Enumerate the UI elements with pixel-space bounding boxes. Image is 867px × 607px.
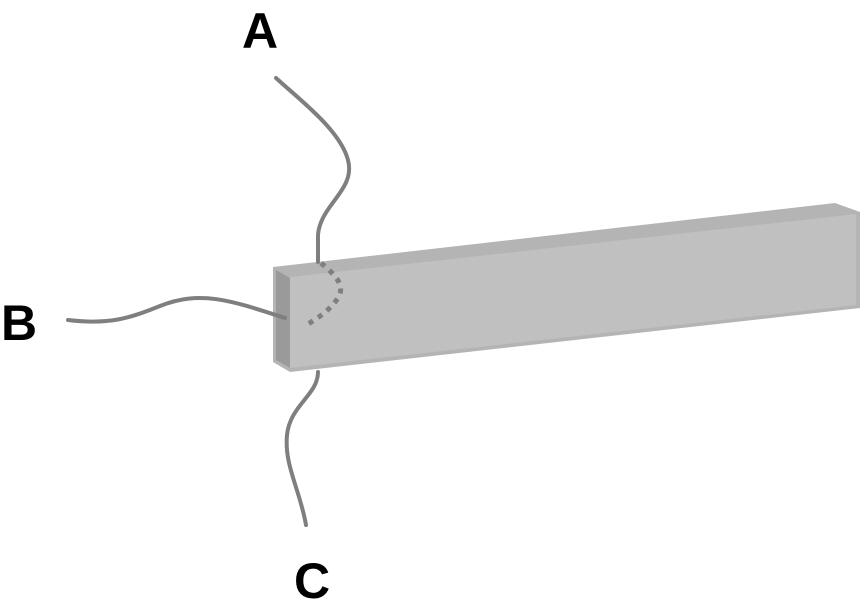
wire-a-hidden bbox=[306, 261, 344, 327]
bar-front-face bbox=[290, 214, 856, 368]
wire-b bbox=[66, 296, 287, 324]
label-c: C bbox=[294, 553, 330, 607]
wire-c bbox=[284, 370, 320, 527]
wire-a bbox=[274, 76, 352, 264]
bar bbox=[273, 203, 860, 372]
label-b: B bbox=[1, 295, 37, 351]
label-a: A bbox=[242, 3, 278, 59]
